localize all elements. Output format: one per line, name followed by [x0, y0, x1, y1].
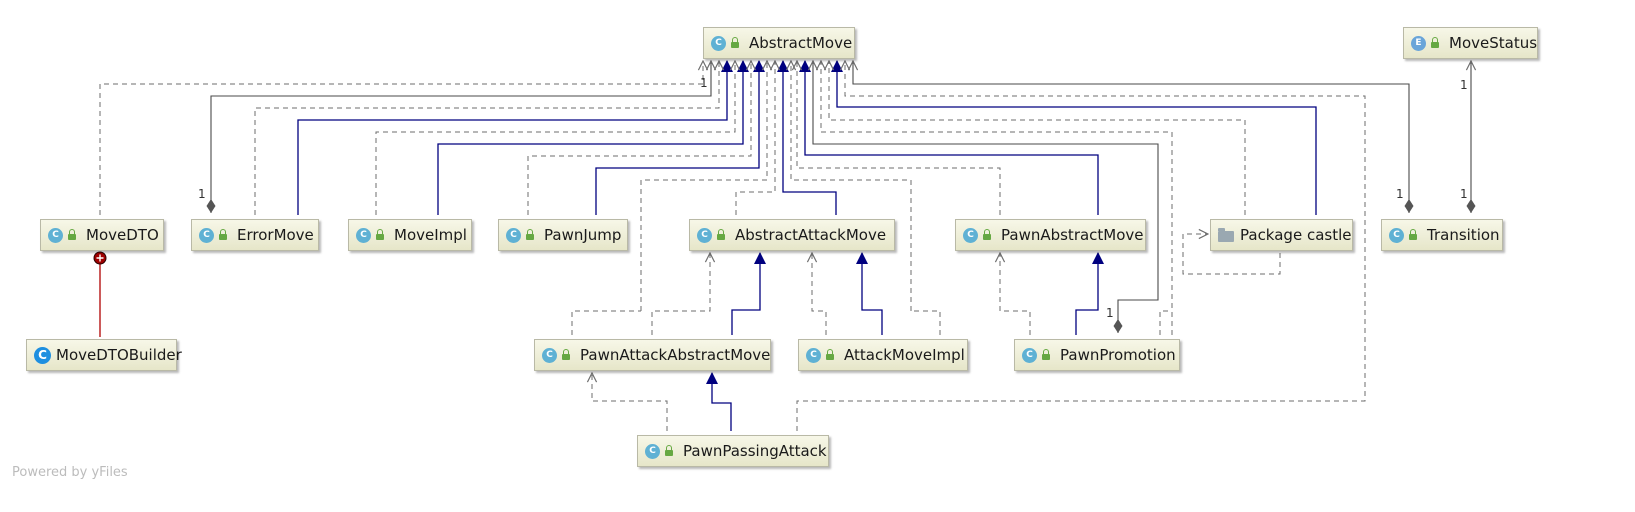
class-icon: C — [697, 227, 712, 243]
class-move-impl[interactable]: C MoveImpl — [348, 219, 472, 251]
class-name: PawnPromotion — [1060, 346, 1176, 364]
edge-pawnattack-loop — [571, 310, 641, 335]
class-name: PawnAbstractMove — [1001, 226, 1144, 244]
public-lock-icon — [717, 228, 725, 240]
class-name: AttackMoveImpl — [844, 346, 965, 364]
public-lock-icon — [1042, 348, 1050, 360]
public-lock-icon — [376, 228, 384, 240]
multiplicity-label: 1 — [700, 76, 708, 90]
class-name: PawnJump — [544, 226, 622, 244]
class-pawn-abstract-move[interactable]: C PawnAbstractMove — [955, 219, 1146, 251]
multiplicity-label: 1 — [1460, 187, 1468, 201]
edge-pawnpromotion-pawnabstract-dep — [1000, 253, 1031, 335]
public-lock-icon — [826, 348, 834, 360]
edge-pawnpromotion-loop — [1159, 310, 1172, 335]
association-edges — [211, 61, 1471, 333]
edge-pawnpassing-abstractmove-dep — [796, 61, 1366, 431]
package-castle[interactable]: Package castle — [1210, 219, 1353, 251]
class-transition[interactable]: C Transition — [1381, 219, 1503, 251]
class-icon: C — [645, 443, 660, 459]
class-abstract-attack-move[interactable]: C AbstractAttackMove — [689, 219, 895, 251]
package-folder-icon — [1218, 227, 1234, 242]
public-lock-icon — [562, 348, 570, 360]
class-abstract-move[interactable]: C AbstractMove — [703, 27, 855, 59]
edge-errormove-abstractmove-dep — [254, 61, 719, 215]
edge-pawnattack-abstractattack-dep — [651, 253, 710, 335]
class-name: PawnPassingAttack — [683, 442, 827, 460]
class-icon: C — [506, 227, 521, 243]
multiplicity-label: 1 — [1460, 78, 1468, 92]
class-icon: C — [963, 227, 978, 243]
public-lock-icon — [68, 228, 76, 240]
class-name: MoveImpl — [394, 226, 467, 244]
edge-movedto-abstractmove — [99, 61, 703, 215]
class-icon: C — [34, 346, 51, 364]
edge-transition-abstractmove-assoc — [853, 61, 1409, 213]
edge-pawnpassing-pawnattack-dep — [592, 373, 668, 431]
class-icon: C — [48, 227, 63, 243]
edge-pawnpromotion-pawnabstractmove — [1075, 252, 1104, 335]
public-lock-icon — [983, 228, 991, 240]
multiplicity-label: 1 — [198, 187, 206, 201]
multiplicity-label: 1 — [1396, 187, 1404, 201]
class-name: AbstractMove — [749, 34, 853, 52]
class-icon: C — [806, 347, 821, 363]
class-icon: C — [1389, 227, 1404, 243]
class-error-move[interactable]: C ErrorMove — [191, 219, 319, 251]
powered-by-footer: Powered by yFiles — [12, 465, 128, 480]
edge-attackmoveimpl-loop — [911, 310, 941, 335]
class-name: MoveDTO — [86, 226, 159, 244]
class-pawn-jump[interactable]: C PawnJump — [498, 219, 628, 251]
edge-attackmoveimpl-abstractattackmove — [856, 252, 883, 335]
public-lock-icon — [1431, 36, 1439, 48]
class-name: Transition — [1427, 226, 1500, 244]
class-name: AbstractAttackMove — [735, 226, 887, 244]
class-pawn-attack-abstract-move[interactable]: C PawnAttackAbstractMove — [534, 339, 771, 371]
edge-pawnattackabstractmove-abstractattackmove — [731, 252, 766, 335]
public-lock-icon — [526, 228, 534, 240]
class-icon: C — [711, 35, 726, 51]
edge-errormove-abstractmove-assoc — [211, 61, 711, 213]
edge-attackmoveimpl-abstractattack-dep — [812, 253, 827, 335]
edge-pawnpassingattack-pawnattackabstractmove — [706, 372, 732, 431]
multiplicity-label: 1 — [1106, 306, 1114, 320]
class-icon: C — [199, 227, 214, 243]
edge-packagecastle-self-dep — [1182, 234, 1281, 275]
class-name: ErrorMove — [237, 226, 314, 244]
class-icon: C — [1022, 347, 1037, 363]
public-lock-icon — [1409, 228, 1417, 240]
package-name: Package castle — [1240, 226, 1352, 244]
edge-pawnpromotion-abstractmove-dep — [821, 61, 1173, 335]
edge-abstractattack-abstractmove-dep — [735, 61, 775, 215]
class-icon: C — [542, 347, 557, 363]
class-move-dto-builder[interactable]: C MoveDTOBuilder — [26, 339, 182, 371]
class-move-dto[interactable]: C MoveDTO — [40, 219, 164, 251]
class-name: MoveStatus — [1449, 34, 1538, 52]
public-lock-icon — [665, 444, 673, 456]
edge-pawnpromotion-abstractmove-assoc — [813, 61, 1159, 333]
edge-pawnattack-abstractmove-dep — [640, 61, 767, 311]
public-lock-icon — [731, 36, 739, 48]
class-name: MoveDTOBuilder — [56, 346, 182, 364]
enum-icon: E — [1411, 35, 1426, 51]
class-pawn-promotion[interactable]: C PawnPromotion — [1014, 339, 1180, 371]
edge-attackmoveimpl-abstractmove-dep — [791, 61, 912, 311]
class-pawn-passing-attack[interactable]: C PawnPassingAttack — [637, 435, 829, 467]
class-icon: C — [356, 227, 371, 243]
enum-move-status[interactable]: E MoveStatus — [1403, 27, 1538, 59]
class-attack-move-impl[interactable]: C AttackMoveImpl — [798, 339, 968, 371]
class-name: PawnAttackAbstractMove — [580, 346, 771, 364]
public-lock-icon — [219, 228, 227, 240]
